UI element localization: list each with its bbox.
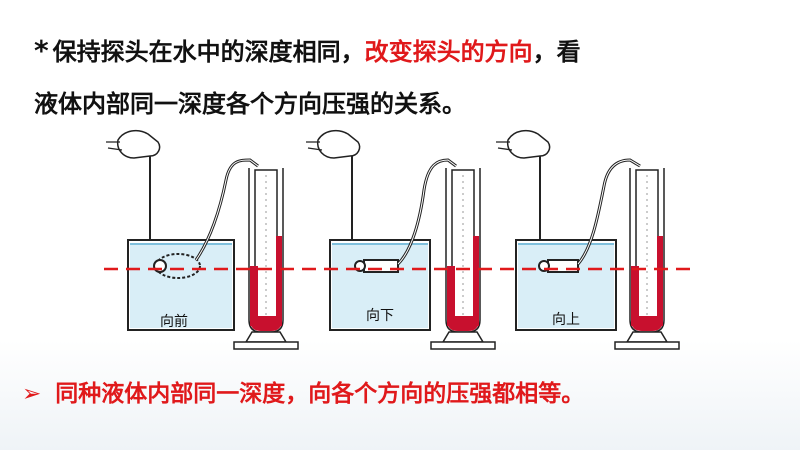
- manometer-liquid-left: [447, 266, 455, 326]
- hand-icon: [316, 129, 361, 159]
- instruction-line-1: *保持探头在水中的深度相同，改变探头的方向，看: [34, 32, 581, 67]
- conclusion-text: 同种液体内部同一深度，向各个方向的压强都相等。: [55, 381, 585, 407]
- hand-icon: [116, 129, 161, 159]
- conclusion: ➢ 同种液体内部同一深度，向各个方向的压强都相等。: [22, 374, 584, 408]
- arrow-bullet-icon: ➢: [22, 381, 42, 407]
- manometer-liquid-right: [276, 236, 282, 326]
- stand: [625, 331, 669, 343]
- background-decoration: [0, 340, 800, 450]
- setup-down: 向下: [306, 129, 496, 350]
- label-up: 向上: [552, 312, 580, 328]
- instruction-line-2: 液体内部同一深度各个方向压强的关系。: [34, 90, 466, 118]
- setup-up: 向上: [496, 129, 680, 350]
- manometer-scale: [451, 169, 475, 321]
- hand-icon: [506, 129, 551, 159]
- setup-forward: 向前: [106, 129, 299, 350]
- manometer-liquid-right: [473, 236, 479, 326]
- probe-icon: [155, 253, 201, 279]
- manometer-liquid-left: [250, 266, 258, 326]
- experiment-figure: 向前 向下: [104, 129, 696, 350]
- water: [518, 244, 614, 328]
- stand: [244, 331, 288, 343]
- label-forward: 向前: [160, 313, 188, 330]
- instruction-highlight: 改变探头的方向: [364, 38, 533, 66]
- star-bullet-icon: *: [34, 34, 49, 67]
- stand: [441, 331, 485, 343]
- label-down: 向下: [366, 308, 394, 324]
- manometer-liquid-left: [631, 266, 639, 326]
- instruction-part-2: ，看: [532, 38, 581, 66]
- manometer-scale: [254, 169, 278, 321]
- water: [130, 244, 232, 328]
- manometer-liquid-right: [657, 236, 663, 326]
- manometer-scale: [635, 169, 659, 321]
- instruction-part-1: 保持探头在水中的深度相同，: [52, 38, 365, 66]
- water: [332, 244, 428, 328]
